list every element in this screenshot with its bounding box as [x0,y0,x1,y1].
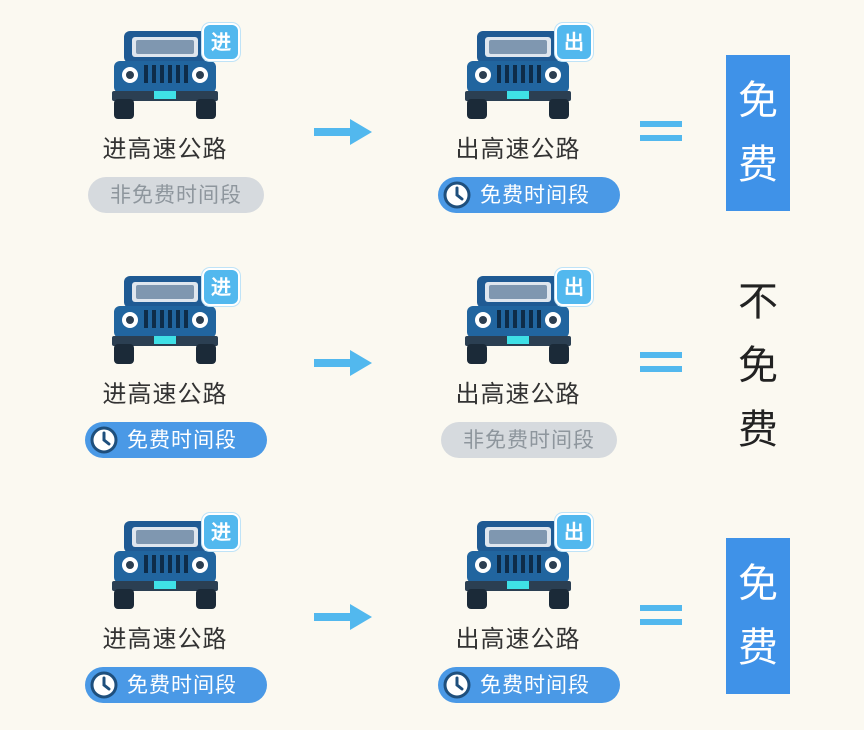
exit-block: 出 出高速公路 免费时间段 [413,25,613,225]
entry-caption: 进高速公路 [60,619,270,654]
arrow-right-icon [314,602,374,632]
period-pill-free: 免费时间段 [438,667,620,703]
exit-caption: 出高速公路 [413,619,623,654]
period-label: 免费时间段 [127,673,237,697]
clock-icon [442,180,472,210]
period-label: 免费时间段 [127,428,237,452]
entry-block: 进 进高速公路 免费时间段 [60,270,260,470]
equals-icon [640,603,682,629]
exit-badge: 出 [555,513,593,551]
entry-caption: 进高速公路 [60,374,270,409]
entry-badge: 进 [202,513,240,551]
equals-icon [640,350,682,376]
rule-row-3: 进 进高速公路 免费时间段 [0,515,864,730]
period-pill-nonfree: 非免费时间段 [441,422,617,458]
exit-badge: 出 [555,268,593,306]
result-not-free: 不 免 费 [726,270,790,462]
exit-block: 出 出高速公路 免费时间段 [413,515,613,715]
arrow-right-icon [314,348,374,378]
exit-caption: 出高速公路 [413,129,623,164]
result-char: 费 [726,616,790,680]
result-free: 免 费 [726,538,790,694]
result-char: 免 [726,334,790,398]
exit-caption: 出高速公路 [413,374,623,409]
rule-row-2: 进 进高速公路 免费时间段 [0,270,864,510]
period-label: 免费时间段 [480,673,590,697]
period-pill-free: 免费时间段 [438,177,620,213]
entry-caption: 进高速公路 [60,129,270,164]
result-char: 费 [726,398,790,462]
result-char: 免 [726,69,790,133]
result-char: 不 [726,270,790,334]
period-pill-free: 免费时间段 [85,422,267,458]
result-free: 免 费 [726,55,790,211]
equals-icon [640,119,682,145]
period-pill-free: 免费时间段 [85,667,267,703]
result-char: 免 [726,552,790,616]
arrow-right-icon [314,117,374,147]
rule-row-1: 进 进高速公路 非免费时间段 [0,25,864,265]
exit-badge: 出 [555,23,593,61]
clock-icon [89,670,119,700]
exit-block: 出 出高速公路 非免费时间段 [413,270,613,470]
entry-badge: 进 [202,268,240,306]
entry-block: 进 进高速公路 非免费时间段 [60,25,260,225]
clock-icon [89,425,119,455]
clock-icon [442,670,472,700]
result-char: 费 [726,133,790,197]
entry-badge: 进 [202,23,240,61]
period-label: 免费时间段 [480,183,590,207]
entry-block: 进 进高速公路 免费时间段 [60,515,260,715]
period-pill-nonfree: 非免费时间段 [88,177,264,213]
